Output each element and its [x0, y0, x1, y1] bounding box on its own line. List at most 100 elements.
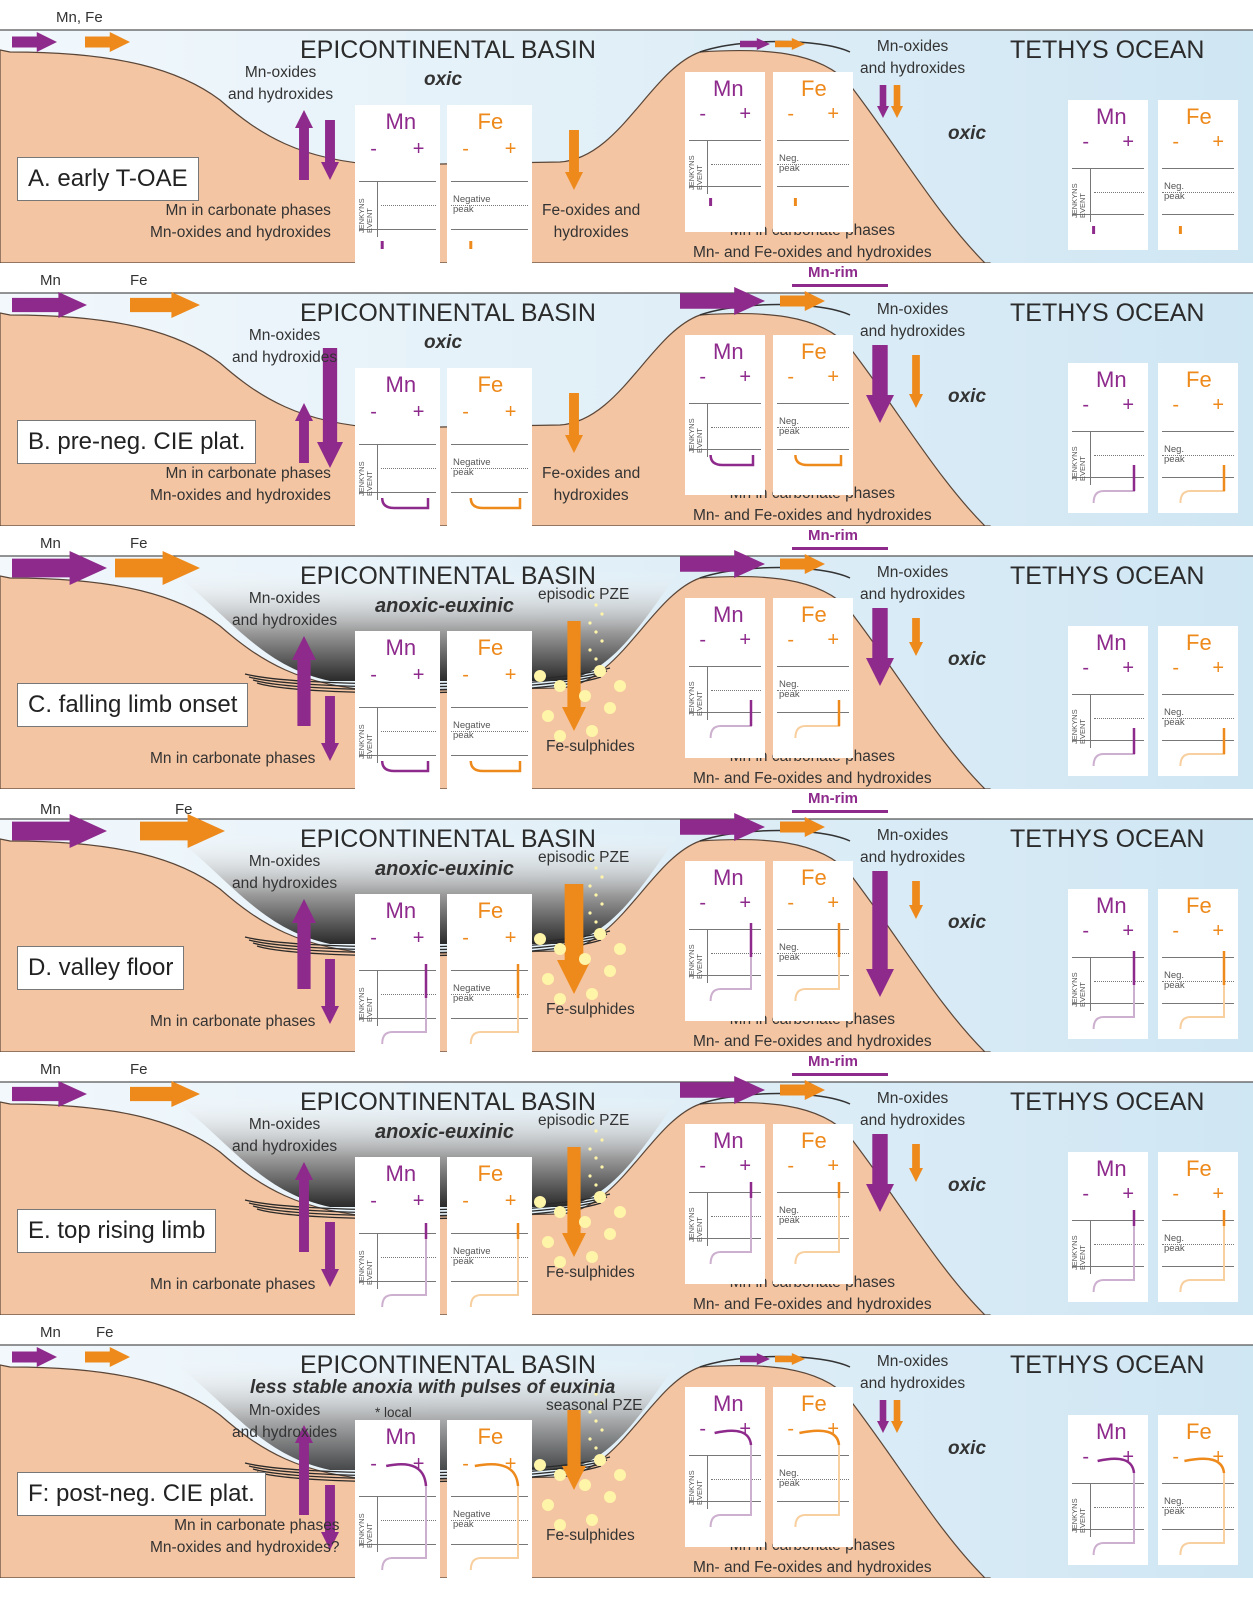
profile-faded: [1094, 728, 1134, 766]
pyrite-particle: [542, 973, 554, 985]
basin-condition: oxic: [424, 70, 462, 89]
pze-particle: [588, 1174, 591, 1177]
profile-faded: [711, 923, 751, 1001]
stage-label: F: post-neg. CIE plat.: [17, 1472, 266, 1516]
top-inflow-mn-label: Mn: [40, 536, 61, 551]
ocean-mn-card: Mn-+JENKYNS EVENT: [1068, 889, 1148, 1039]
fe-profile-plot: [447, 368, 532, 526]
ocean-mn-card: Mn-+JENKYNS EVENT: [1068, 1152, 1148, 1302]
fe-profile-plot: [447, 1157, 532, 1315]
fe-profile-plot: [1158, 1152, 1238, 1302]
pyrite-particle: [534, 933, 546, 945]
mn-profile-plot: [685, 598, 765, 758]
pyrite-particle: [604, 965, 616, 977]
pyrite-particle: [554, 943, 566, 955]
basin-title: EPICONTINENTAL BASIN: [300, 38, 596, 63]
pze-particle: [594, 630, 597, 633]
mn-profile-plot: [355, 631, 440, 789]
profile-faded: [795, 1182, 839, 1264]
pyrite-particle: [542, 710, 554, 722]
platform-fe-card: Fe-+Neg. peak: [773, 72, 853, 232]
mn-carbonate-caption: Mn in carbonate phases Mn-oxides and hyd…: [150, 200, 331, 244]
mn-profile-plot: [685, 1387, 765, 1547]
profile-curve: [471, 498, 520, 508]
pze-particle: [594, 1446, 597, 1449]
stage-label: D. valley floor: [17, 946, 184, 990]
right-mn-oxides-label: Mn-oxides and hydroxides: [860, 1351, 965, 1395]
mn-oxides-label: Mn-oxides and hydroxides: [232, 851, 337, 895]
pze-particle: [600, 612, 603, 615]
panel-b: MnFeMn-rimEPICONTINENTAL BASINTETHYS OCE…: [0, 263, 1253, 526]
right-mn-oxides-label: Mn-oxides and hydroxides: [860, 36, 965, 80]
pze-label: episodic PZE: [538, 1110, 629, 1132]
right-mn-oxides-label: Mn-oxides and hydroxides: [860, 562, 965, 606]
pze-label: episodic PZE: [538, 584, 629, 606]
right-mn-oxides-label: Mn-oxides and hydroxides: [860, 1088, 965, 1132]
profile-faded: [1180, 728, 1224, 766]
pyrite-particle: [579, 953, 591, 965]
basin-fe-card: Fe-+Negative peak: [447, 894, 532, 1052]
profile-curve: [711, 455, 753, 465]
profile-faded: [1180, 465, 1224, 503]
profile-faded: [1094, 1210, 1134, 1292]
ocean-fe-card: Fe-+Neg. peak: [1158, 1152, 1238, 1302]
profile-faded: [1180, 951, 1224, 1029]
platform-fe-card: Fe-+Neg. peak: [773, 861, 853, 1021]
profile-faded: [382, 1486, 426, 1570]
stage-label: B. pre-neg. CIE plat.: [17, 420, 256, 464]
mn-rim-label: Mn-rim: [808, 791, 858, 806]
fe-profile-plot: [447, 894, 532, 1052]
ocean-condition: oxic: [948, 124, 986, 143]
top-inflow-mn-label: Mn: [40, 1062, 61, 1077]
profile-curve: [715, 1431, 751, 1445]
basin-title: EPICONTINENTAL BASIN: [300, 1353, 596, 1378]
top-inflow-fe-label: Fe: [96, 1325, 114, 1340]
profile-faded: [711, 700, 751, 738]
pyrite-particle: [579, 1479, 591, 1491]
pyrite-particle: [594, 665, 606, 677]
ocean-condition: oxic: [948, 387, 986, 406]
mn-rim-underline: [792, 810, 888, 813]
ocean-fe-card: Fe-+Neg. peak: [1158, 626, 1238, 776]
pze-particle: [594, 920, 597, 923]
fe-caption: Fe-sulphides: [546, 1525, 635, 1547]
ocean-title: TETHYS OCEAN: [1010, 1353, 1204, 1378]
pze-particle: [588, 884, 591, 887]
pze-particle: [588, 911, 591, 914]
mn-profile-plot: [355, 105, 440, 263]
basin-fe-card: Fe-+Negative peak: [447, 1420, 532, 1578]
panel-c: MnFeMn-rimEPICONTINENTAL BASINTETHYS OCE…: [0, 526, 1253, 789]
mn-rim-label: Mn-rim: [808, 528, 858, 543]
mn-rim-label: Mn-rim: [808, 1054, 858, 1069]
pyrite-particle: [604, 1228, 616, 1240]
mn-rim-label: Mn-rim: [808, 265, 858, 280]
basin-fe-card: Fe-+Negative peak: [447, 105, 532, 263]
fe-profile-plot: [447, 631, 532, 789]
basin-condition: anoxic-euxinic: [375, 596, 514, 616]
profile-faded: [471, 964, 518, 1044]
top-inflow-fe-label: Fe: [130, 536, 148, 551]
panel-e: MnFeMn-rimEPICONTINENTAL BASINTETHYS OCE…: [0, 1052, 1253, 1315]
ocean-mn-card: Mn-+JENKYNS EVENT: [1068, 363, 1148, 513]
platform-mn-card: Mn-+JENKYNS EVENT: [685, 1387, 765, 1547]
ocean-condition: oxic: [948, 913, 986, 932]
pze-particle: [600, 902, 603, 905]
profile-curve: [795, 455, 841, 465]
mn-profile-plot: [355, 1420, 440, 1578]
profile-faded: [1180, 1473, 1224, 1555]
pze-particle: [588, 1147, 591, 1150]
profile-faded: [1094, 951, 1134, 1029]
ocean-title: TETHYS OCEAN: [1010, 1090, 1204, 1115]
pze-particle: [600, 1428, 603, 1431]
top-inflow-mn-label: Mn: [40, 1325, 61, 1340]
pze-particle: [600, 1138, 603, 1141]
mn-profile-plot: [685, 861, 765, 1021]
pze-particle: [600, 639, 603, 642]
basin-condition: anoxic-euxinic: [375, 859, 514, 879]
ocean-title: TETHYS OCEAN: [1010, 827, 1204, 852]
right-mn-oxides-label: Mn-oxides and hydroxides: [860, 299, 965, 343]
profile-faded: [471, 1486, 518, 1570]
profile-curve: [1098, 1459, 1134, 1473]
mn-profile-plot: [355, 1157, 440, 1315]
